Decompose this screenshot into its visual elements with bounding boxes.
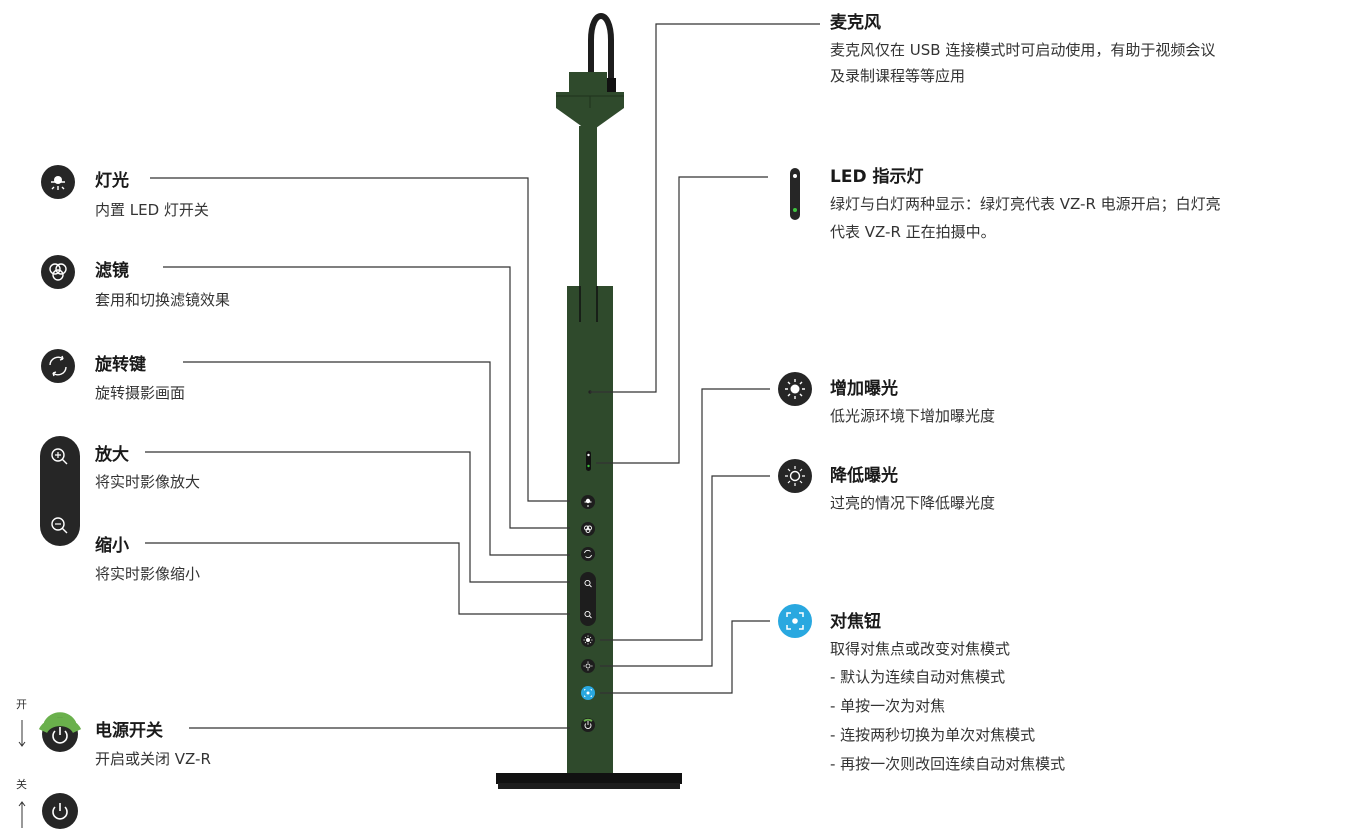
power-off-icon [42,793,78,829]
leader-focus [600,620,770,694]
lamp-icon [41,165,75,199]
device-light-button[interactable] [581,495,595,509]
exposure-down-title: 降低曝光 [830,466,898,486]
leader-mic [590,23,820,393]
camera-head [556,72,624,128]
focus-item-2: - 单按一次为对焦 [830,697,946,715]
brightness-down-icon [778,459,812,493]
zoom-pill [40,436,80,546]
device-exposure-down-button[interactable] [581,659,595,673]
brightness-up-icon [778,372,812,406]
leader-lines [145,23,820,729]
focus-item-4: - 再按一次则改回连续自动对焦模式 [830,755,1066,773]
mic-title: 麦克风 [830,13,881,33]
focus-title: 对焦钮 [830,612,881,632]
leader-light [150,177,570,502]
leader-exposure-up [600,388,770,641]
zoom-in-icon [51,448,68,465]
power-on-label: 开 [16,698,27,711]
led-desc-line-1: 绿灯与白灯两种显示：绿灯亮代表 VZ-R 电源开启；白灯亮 [830,195,1221,213]
zoom-in-desc: 将实时影像放大 [95,473,201,491]
mic-desc-line-1: 麦克风仅在 USB 连接模式时可启动使用，有助于视频会议 [830,41,1216,59]
focus-item-3: - 连按两秒切换为单次对焦模式 [830,726,1036,744]
device-neck [579,126,597,290]
exposure-up-title: 增加曝光 [830,379,898,399]
rotate-title: 旋转键 [95,355,146,375]
led-desc-line-2: 代表 VZ-R 正在拍摄中。 [830,223,996,241]
filter-title: 滤镜 [95,261,129,281]
device-power-button[interactable] [581,718,595,732]
exposure-up-desc: 低光源环境下增加曝光度 [830,407,996,425]
power-arrows [18,720,26,828]
led-indicator-icon [790,168,800,220]
mic-desc-line-2: 及录制课程等等应用 [830,67,966,85]
leader-exposure-down [600,475,770,667]
power-desc: 开启或关闭 VZ-R [95,750,211,768]
leader-filter [163,266,570,529]
filter-icon [41,255,75,289]
device [496,13,682,789]
device-led-indicator [586,451,591,471]
zoom-in-title: 放大 [95,445,129,465]
light-title: 灯光 [95,171,129,191]
power-icon [38,712,82,752]
device-exposure-up-button[interactable] [581,633,595,647]
device-filter-button[interactable] [581,522,595,536]
zoom-out-desc: 将实时影像缩小 [95,565,201,583]
leader-zoom-out [145,542,570,615]
device-cable [588,13,614,84]
led-title: LED 指示灯 [830,167,924,187]
focus-item-1: - 默认为连续自动对焦模式 [830,668,1006,686]
device-zoom-buttons[interactable] [580,572,596,626]
device-rotate-button[interactable] [581,547,595,561]
light-desc: 内置 LED 灯开关 [95,201,209,219]
focus-icon [778,604,812,638]
rotate-desc: 旋转摄影画面 [95,384,186,402]
zoom-out-title: 缩小 [95,536,129,556]
power-title: 电源开关 [95,721,163,741]
focus-desc: 取得对焦点或改变对焦模式 [830,640,1011,658]
device-base [496,773,682,784]
leader-rotate [183,361,570,556]
device-focus-button[interactable] [581,686,595,700]
leader-led [596,176,768,464]
power-off-label: 关 [16,778,27,791]
leader-zoom-in [145,451,570,583]
zoom-out-icon [51,517,68,534]
cable-plug [606,78,616,92]
filter-desc: 套用和切换滤镜效果 [95,291,231,309]
rotate-icon [41,349,75,383]
exposure-down-desc: 过亮的情况下降低曝光度 [830,494,996,512]
